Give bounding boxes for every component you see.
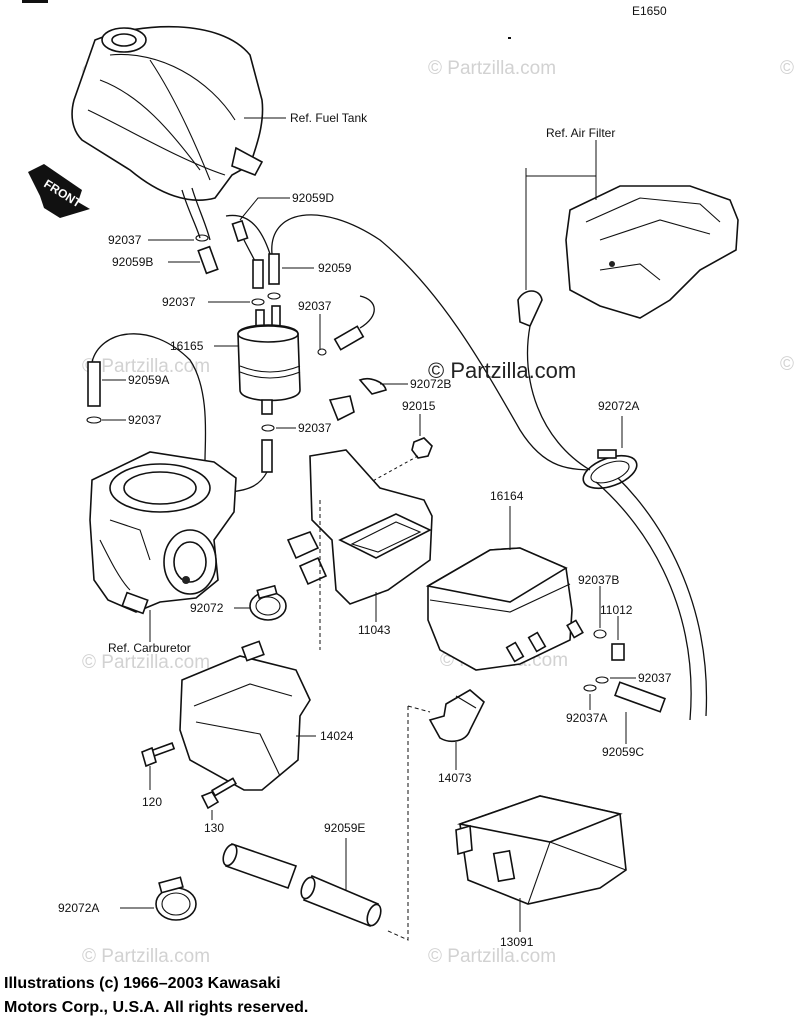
part-label-92072A-top: 92072A	[598, 399, 639, 413]
part-label-92037-right-clip: 92037	[638, 671, 672, 685]
canister-16164	[425, 547, 584, 671]
part-label-92037-left: 92037	[162, 295, 196, 309]
part-label-14073: 14073	[438, 771, 472, 785]
copyright-line-2: Motors Corp., U.S.A. All rights reserved…	[4, 999, 308, 1016]
part-label-92037-lower: 92037	[298, 421, 332, 435]
part-label-92059A: 92059A	[128, 373, 169, 387]
air-filter-drawing	[565, 185, 739, 319]
watermark: © Partzilla.com	[428, 946, 556, 967]
part-label-92059E: 92059E	[324, 821, 365, 835]
watermark: © Partzilla.com	[82, 356, 210, 377]
part-label-92037-right: 92037	[298, 299, 332, 313]
clamp-92072	[249, 584, 287, 621]
ref-fuel-tank-label: Ref. Fuel Tank	[290, 111, 368, 125]
watermark: © Partzilla.com	[82, 652, 210, 673]
part-label-13091: 13091	[500, 935, 534, 949]
bracket-11043	[286, 449, 433, 605]
part-label-92072A-bottom: 92072A	[58, 901, 99, 915]
hose-92059C	[614, 681, 666, 713]
fuel-filter-16165	[237, 305, 301, 415]
clamp-92072A-bottom	[155, 876, 197, 921]
part-label-92059: 92059	[318, 261, 352, 275]
watermark-main: © Partzilla.com	[428, 358, 576, 383]
part-label-130: 130	[204, 821, 224, 835]
cover-14024	[179, 640, 311, 791]
part-label-16164: 16164	[490, 489, 524, 503]
part-label-16165: 16165	[170, 339, 204, 353]
watermark: © Partzilla.com	[82, 946, 210, 967]
hose-92059D	[231, 219, 249, 243]
watermark: © Partzilla.com	[428, 58, 556, 79]
elbow-fitting	[517, 290, 543, 328]
cap-11012	[611, 643, 625, 661]
diagram-code: E1650	[632, 4, 667, 18]
part-label-92072: 92072	[190, 601, 224, 615]
clamp-92072A-top	[582, 449, 638, 490]
part-label-92059B: 92059B	[112, 255, 153, 269]
part-label-92072B: 92072B	[410, 377, 451, 391]
carburetor-drawing	[89, 451, 237, 615]
speck	[508, 37, 511, 39]
part-label-11012: 11012	[600, 603, 633, 617]
corner-mark	[22, 0, 48, 3]
box-13091	[455, 795, 627, 905]
part-label-92015: 92015	[402, 399, 436, 413]
hose-92059A	[87, 361, 101, 407]
part-label-92037-clip-a: 92037	[128, 413, 162, 427]
part-label-92059C: 92059C	[602, 745, 644, 759]
part-label-92037A: 92037A	[566, 711, 607, 725]
hose-92059-right	[268, 253, 280, 285]
bolt-120	[141, 742, 176, 768]
watermark: © Partzilla.com	[780, 58, 800, 79]
clamp-92072B	[328, 395, 355, 422]
nut-92015	[411, 437, 433, 459]
hose-92059E	[222, 842, 382, 928]
part-label-14024: 14024	[320, 729, 354, 743]
part-label-92059D: 92059D	[292, 191, 334, 205]
part-label-92037-upper: 92037	[108, 233, 142, 247]
watermark: © Partzilla.com	[780, 354, 800, 375]
ref-carburetor-label: Ref. Carburetor	[108, 641, 191, 655]
hose-92059-left	[252, 259, 264, 289]
fuel-tank-drawing	[71, 25, 264, 201]
hose-92059B	[197, 245, 219, 275]
front-arrow: FRONT	[28, 164, 90, 218]
ref-air-filter-label: Ref. Air Filter	[546, 126, 615, 140]
elbow-14073	[428, 689, 485, 743]
part-label-11043: 11043	[358, 623, 391, 637]
part-label-92037B: 92037B	[578, 573, 619, 587]
copyright-line-1: Illustrations (c) 1966–2003 Kawasaki	[4, 975, 281, 992]
bolt-130	[200, 777, 237, 810]
part-label-120: 120	[142, 795, 162, 809]
